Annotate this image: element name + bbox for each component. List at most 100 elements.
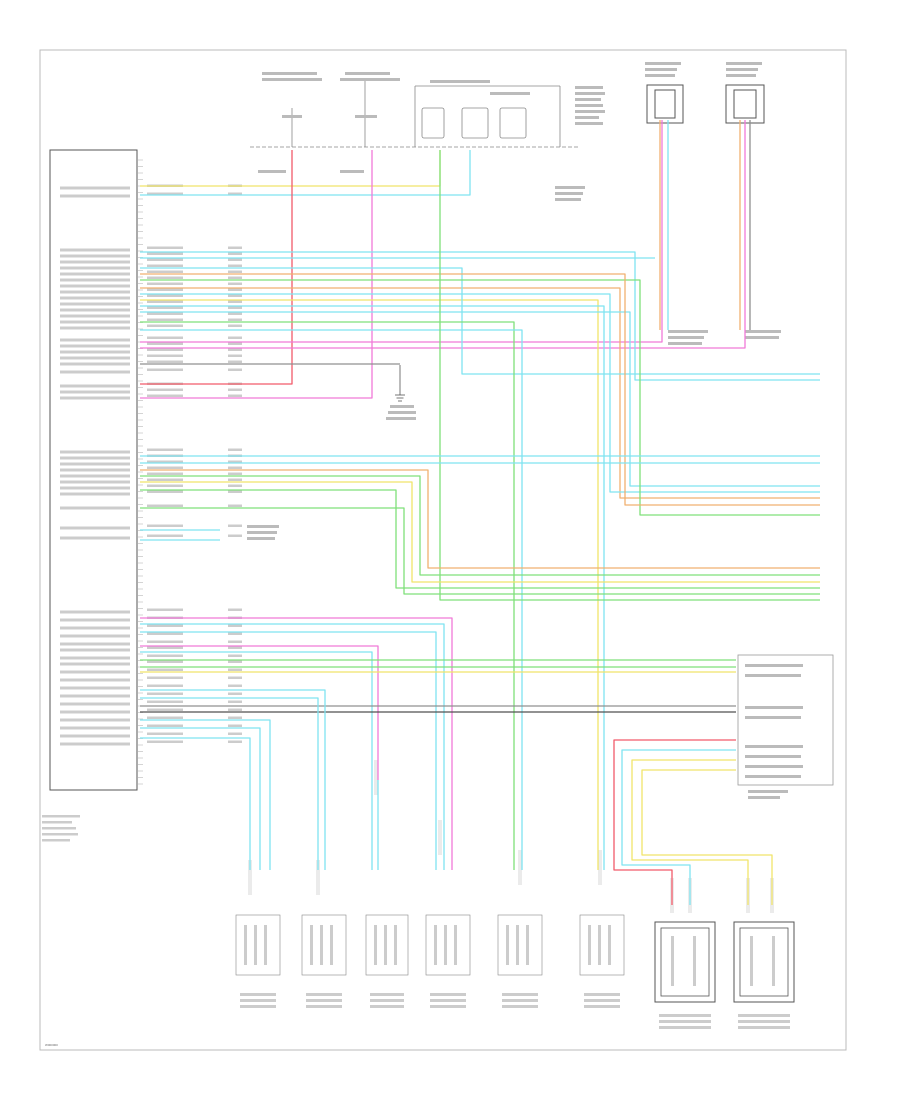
wire-green: [140, 279, 820, 516]
component-caption: [430, 993, 466, 996]
wire-color-code: [147, 336, 183, 339]
wire-gauge: [228, 324, 242, 327]
blend-door-motor-2-inner: [739, 927, 789, 997]
wire-red: [140, 150, 293, 385]
connector-stub: [518, 850, 522, 885]
pin-label: [60, 350, 130, 354]
pin-label: [60, 734, 130, 738]
wire-color-code: [147, 684, 183, 687]
wire-gauge: [228, 534, 242, 537]
wire-orange: [140, 273, 820, 506]
wire-color-code: [147, 640, 183, 643]
component-caption: [502, 993, 538, 996]
wire-color-code: [147, 360, 183, 363]
component-label: [384, 925, 387, 965]
component-caption: [240, 1005, 276, 1008]
component-label: [516, 925, 519, 965]
wire-gauge: [228, 484, 242, 487]
module-pin-labels: [60, 159, 143, 785]
bottom-component-4: [425, 914, 471, 976]
wire-gauge: [228, 342, 242, 345]
diagram-border: [39, 49, 847, 1051]
pin-label: [60, 634, 130, 638]
component-caption: [306, 999, 342, 1002]
component-caption: [240, 993, 276, 996]
wire-cyan: [140, 293, 820, 493]
wire-color-code: [147, 534, 183, 537]
wire-cyan: [140, 697, 319, 870]
top-right-sensor-left: [646, 84, 684, 124]
component-label: [671, 936, 674, 986]
wire-color-code: [147, 252, 183, 255]
component-label: [320, 925, 323, 965]
pin-label: [60, 694, 130, 698]
wire-color-code: [147, 258, 183, 261]
pin-label: [60, 670, 130, 674]
component-label: [588, 925, 591, 965]
pin-label: [60, 344, 130, 348]
wire-cyan: [140, 311, 820, 487]
connector-stub: [248, 860, 252, 895]
wire-cyan: [140, 251, 820, 381]
wire-gauge: [228, 700, 242, 703]
wire-color-code: [147, 318, 183, 321]
wire-green: [140, 321, 515, 870]
wire-color-code: [147, 524, 183, 527]
wire-green: [140, 489, 820, 589]
pin-label: [60, 326, 130, 330]
component-label: [264, 925, 267, 965]
wire-cyan: [140, 631, 437, 870]
connector-stub: [374, 760, 378, 795]
connector-stub: [438, 820, 442, 855]
pin-label: [60, 610, 130, 614]
wire-color-code: [147, 300, 183, 303]
wire-yellow: [140, 299, 599, 870]
component-label: [254, 925, 257, 965]
component-caption: [738, 1014, 790, 1017]
component-label: [750, 936, 753, 986]
wire-color-code: [147, 654, 183, 657]
pin-label: [60, 308, 130, 312]
actuator-pin-labels: [745, 664, 803, 799]
wire-gauge: [228, 654, 242, 657]
wire-cyan: [140, 719, 271, 870]
pin-label: [60, 462, 130, 466]
wire-color-code: [147, 632, 183, 635]
wire-gauge: [228, 478, 242, 481]
pin-label: [60, 384, 130, 388]
wire-gauge: [228, 708, 242, 711]
wire-gauge: [228, 732, 242, 735]
component-caption: [659, 1014, 711, 1017]
wire-gauge: [228, 300, 242, 303]
pin-label: [60, 702, 130, 706]
wire-cyan: [140, 150, 471, 196]
wire-color-code: [147, 192, 183, 195]
component-caption: [659, 1026, 711, 1029]
component-caption: [738, 1020, 790, 1023]
pin-label: [60, 718, 130, 722]
wire-color-code: [147, 740, 183, 743]
pin-label: [60, 278, 130, 282]
component-caption: [659, 1020, 711, 1023]
wire-pink: [140, 120, 663, 343]
pin-label: [60, 456, 130, 460]
wire-cyan: [140, 329, 523, 870]
wire-cyan: [140, 623, 445, 870]
component-label: [310, 925, 313, 965]
component-caption: [240, 999, 276, 1002]
wire-color-code: [147, 504, 183, 507]
wire-color-code: [147, 246, 183, 249]
wire-gauge: [228, 624, 242, 627]
wire-gauge: [228, 660, 242, 663]
component-label: [434, 925, 437, 965]
wire-gauge: [228, 504, 242, 507]
wire-gauge: [228, 668, 242, 671]
top-right-sensor-labels: [645, 62, 781, 345]
bottom-component-6: [579, 914, 625, 976]
wire-color-code: [147, 448, 183, 451]
climate-control-module: [49, 149, 138, 791]
wire-yellow: [140, 481, 820, 583]
pin-label: [60, 618, 130, 622]
component-caption: [584, 999, 620, 1002]
component-caption: [430, 999, 466, 1002]
